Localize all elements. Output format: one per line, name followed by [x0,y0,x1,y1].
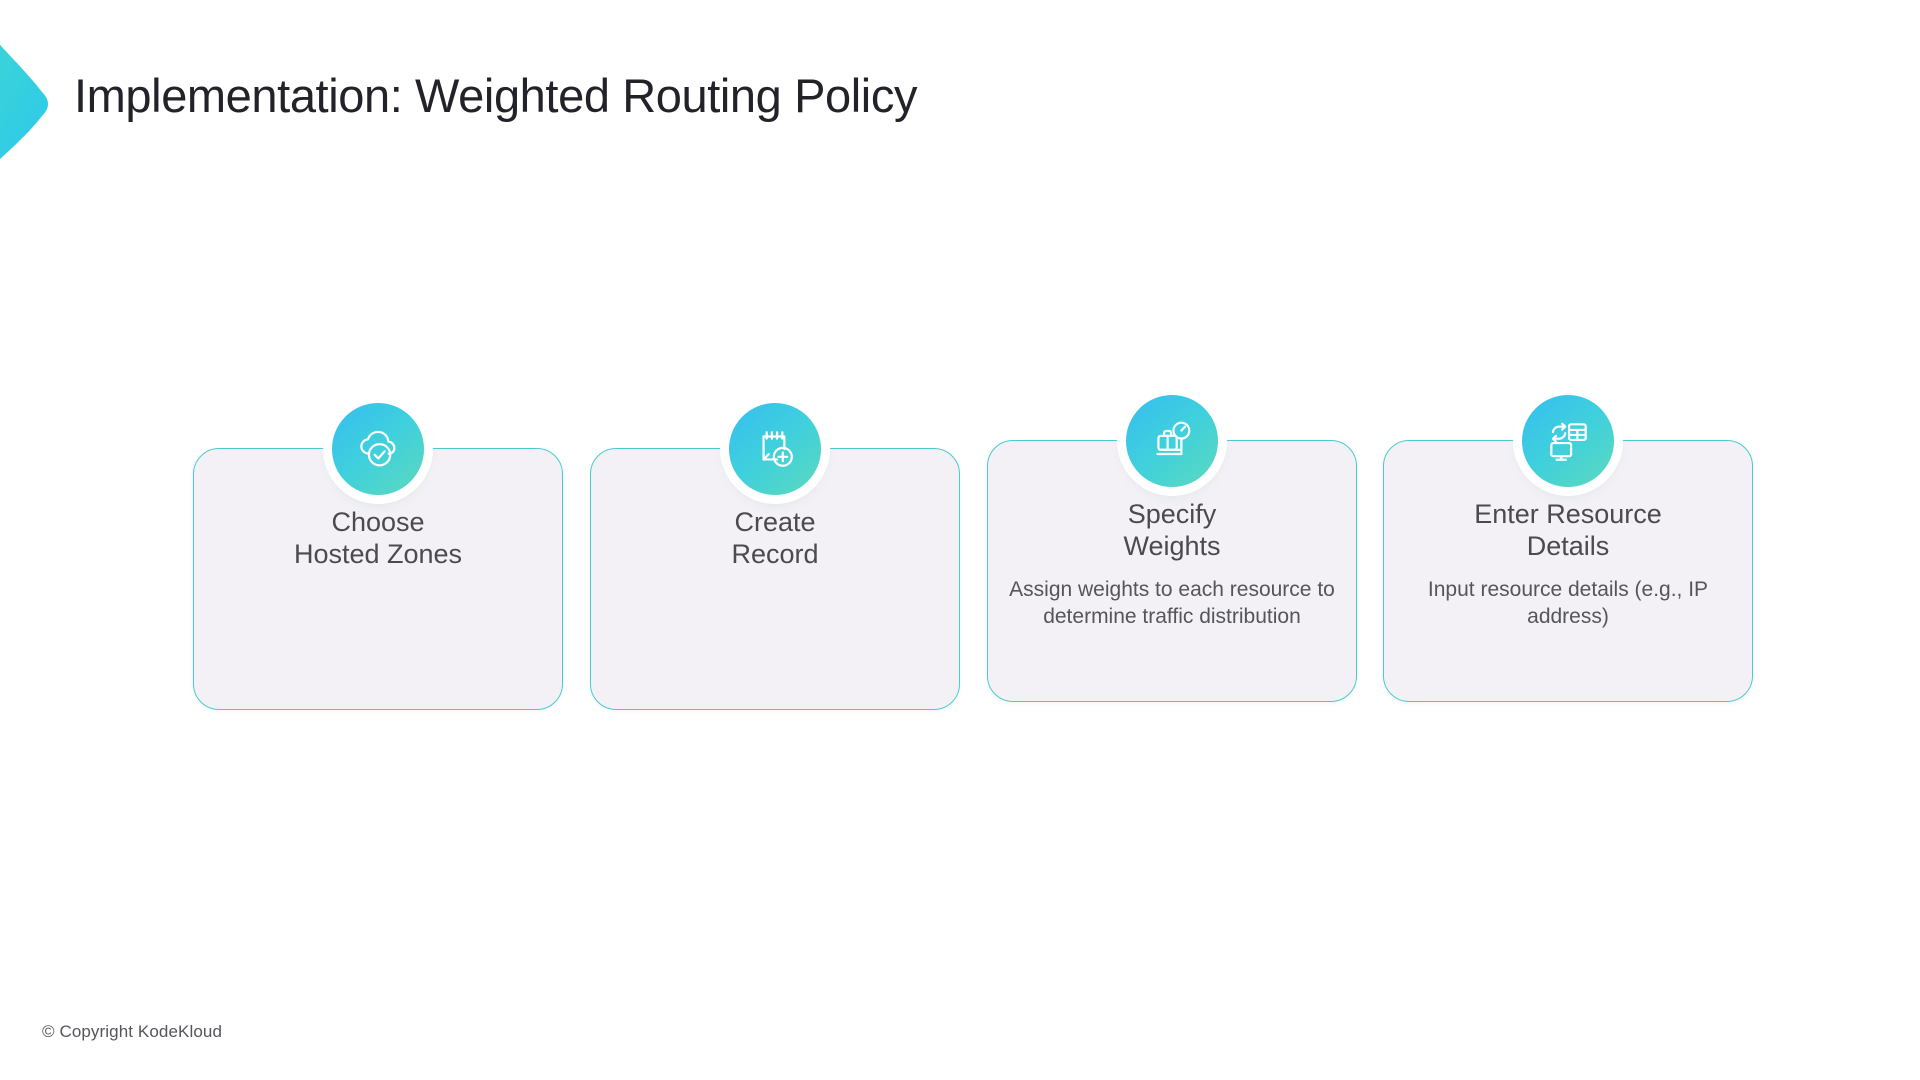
step-title: Specify Weights [1123,499,1221,561]
step-title: Enter Resource Details [1474,499,1662,561]
step-title: Choose Hosted Zones [293,507,463,569]
step-card-enter-resource-details[interactable]: Enter Resource Details Input resource de… [1383,395,1753,702]
step-card-choose-hosted-zones[interactable]: Choose Hosted Zones [193,403,563,710]
notepad-plus-icon [729,403,821,495]
page-title: Implementation: Weighted Routing Policy [74,69,918,122]
cloud-check-icon [332,403,424,495]
step-card-create-record[interactable]: Create Record [590,403,960,710]
step-card-body: Choose Hosted Zones [194,507,562,570]
step-card-specify-weights[interactable]: Specify Weights Assign weights to each r… [987,395,1357,702]
steps-row: Choose Hosted Zones Create Record [193,395,1753,730]
weighing-scale-icon [1126,395,1218,487]
chevron-right-mark-icon [0,28,54,168]
footer-copyright: © Copyright KodeKloud [42,1022,223,1041]
step-card-body: Create Record [591,507,959,570]
step-title: Create Record [731,507,819,569]
monitor-table-sync-icon [1522,395,1614,487]
step-card-body: Enter Resource Details Input resource de… [1384,499,1752,631]
step-description: Assign weights to each resource to deter… [1009,578,1335,629]
step-description: Input resource details (e.g., IP address… [1427,578,1709,629]
step-card-body: Specify Weights Assign weights to each r… [988,499,1356,631]
